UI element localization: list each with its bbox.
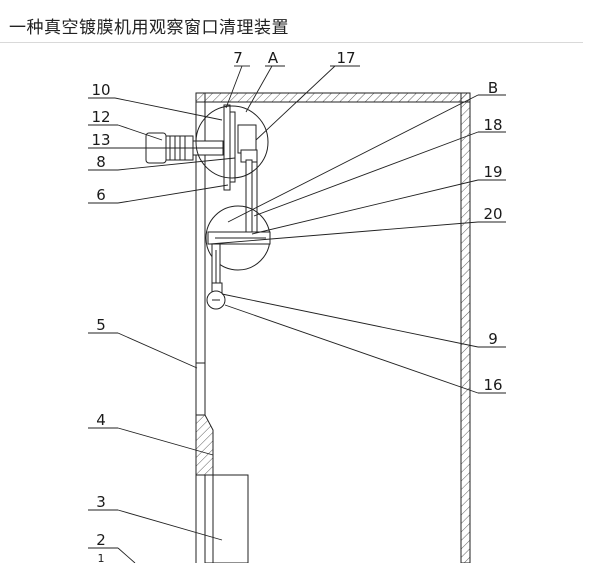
callout-20: 20 <box>483 205 502 223</box>
detail-circle-a <box>195 105 269 179</box>
callout-2: 2 <box>96 531 106 549</box>
page-title: 一种真空镀膜机用观察窗口清理装置 <box>9 18 289 38</box>
window-disk <box>223 104 258 241</box>
callout-16: 16 <box>483 376 502 394</box>
callout-4: 4 <box>96 411 106 429</box>
callout-5: 5 <box>96 316 106 334</box>
callout-a: A <box>268 49 279 67</box>
callout-6: 6 <box>96 186 106 204</box>
callout-1: 1 <box>98 552 105 563</box>
header-divider <box>0 42 583 43</box>
base-assembly <box>195 414 249 563</box>
callout-b: B <box>488 79 498 97</box>
callout-18: 18 <box>483 116 502 134</box>
callout-19: 19 <box>483 163 502 181</box>
callout-8: 8 <box>96 153 106 171</box>
header: 一种真空镀膜机用观察窗口清理装置 <box>0 0 593 44</box>
callout-13: 13 <box>91 131 110 149</box>
callout-7: 7 <box>233 49 243 67</box>
callout-10: 10 <box>91 81 110 99</box>
callout-12: 12 <box>91 108 110 126</box>
callout-9: 9 <box>488 330 498 348</box>
leader-lines <box>88 65 506 563</box>
roller <box>206 282 226 310</box>
callout-3: 3 <box>96 493 106 511</box>
callout-labels: 7 A 17 10 B 12 13 18 8 19 6 20 5 9 16 4 … <box>91 49 502 563</box>
callout-17: 17 <box>336 49 355 67</box>
